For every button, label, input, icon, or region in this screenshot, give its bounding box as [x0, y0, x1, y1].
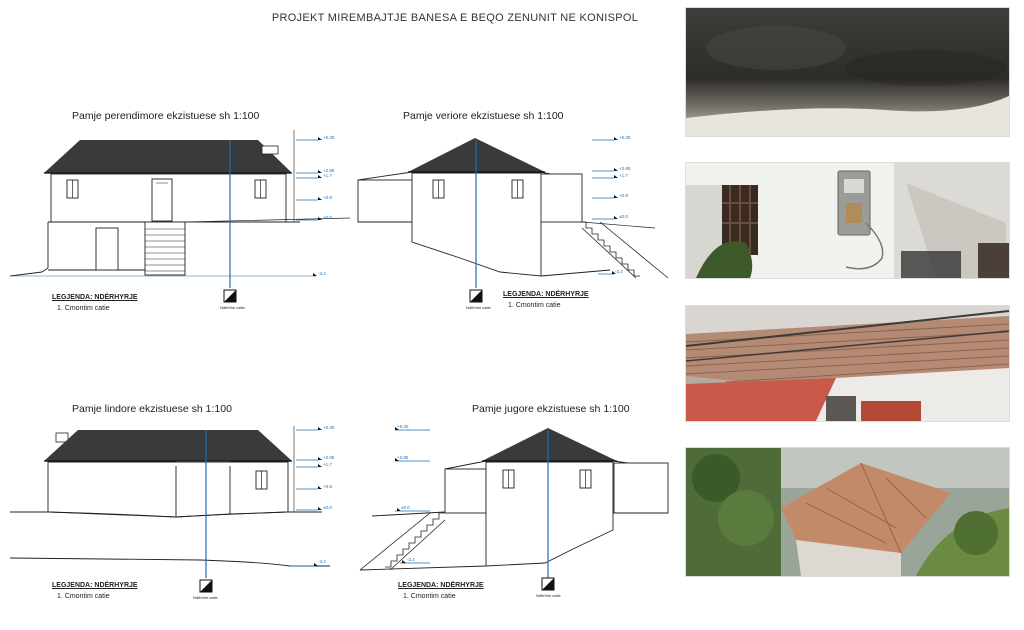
- level-label: -3.2: [615, 269, 623, 274]
- elevation-north: +5.30 +2.85 +1.7 +0.9 ±0.0 -3.2: [0, 0, 700, 320]
- level-label: ±0.0: [619, 214, 628, 219]
- photo-roof-tiles-image: [686, 306, 1009, 421]
- legend-heading: LEGJENDA: NDËRHYRJE: [52, 294, 138, 301]
- legend-item: 1. Cmontim catie: [57, 593, 110, 600]
- exterior-stairs: [580, 221, 669, 279]
- legend-heading: LEGJENDA: NDËRHYRJE: [398, 582, 484, 589]
- legend-item: 1. Cmontim catie: [508, 302, 561, 309]
- elevation-west: +5.30 +2.85 +1.7 +0.9 ±0.0 -3.2: [0, 0, 351, 320]
- photo-hip-roof-image: [686, 448, 1009, 576]
- exterior-stairs: [359, 512, 446, 571]
- level-label: ±0.0: [323, 215, 332, 220]
- photo-hip-roof: [685, 447, 1010, 577]
- side-wing: [444, 468, 487, 514]
- legend-heading: LEGJENDA: NDËRHYRJE: [503, 291, 589, 298]
- legend-east: LEGJENDA: NDËRHYRJE 1. Cmontim catie: [52, 580, 138, 602]
- symbol-caption: Ndërhim catie: [220, 305, 245, 310]
- symbol-caption: Ndërhim catie: [193, 595, 218, 600]
- level-label: +5.30: [397, 424, 409, 429]
- photo-electric-meter: [685, 162, 1010, 279]
- view-title-east: Pamje lindore ekzistuese sh 1:100: [72, 403, 232, 415]
- chimney: [55, 432, 69, 443]
- level-label: +0.9: [323, 484, 332, 489]
- legend-item: 1. Cmontim catie: [57, 305, 110, 312]
- level-label: +5.30: [619, 135, 631, 140]
- elevation-west-drawing: +5.30 +2.85 +1.7 +0.9 ±0.0 -3.2: [9, 130, 351, 303]
- level-label: +1.7: [619, 173, 628, 178]
- photo-wall-damp: [685, 7, 1010, 137]
- level-label: +0.9: [323, 195, 332, 200]
- side-wing: [613, 462, 669, 514]
- level-label: +5.30: [323, 425, 335, 430]
- photo-electric-meter-image: [686, 163, 1009, 278]
- sheet-title: PROJEKT MIREMBAJTJE BANESA E BEQO ZENUNI…: [271, 12, 639, 24]
- level-label: +5.30: [323, 135, 335, 140]
- hip-roof: [781, 463, 951, 553]
- level-label: -3.2: [318, 271, 326, 276]
- elevation-south-drawing: +5.30 +2.85 ±0.0 -3.2: [359, 424, 669, 591]
- view-title-north: Pamje veriore ekzistuese sh 1:100: [403, 110, 564, 122]
- roof: [44, 430, 292, 461]
- level-label: +2.85: [323, 455, 335, 460]
- level-label: +2.85: [323, 168, 335, 173]
- legend-west: LEGJENDA: NDËRHYRJE 1. Cmontim catie: [52, 292, 138, 314]
- symbol-caption: Ndërhim catie: [536, 593, 561, 598]
- view-title-south: Pamje jugore ekzistuese sh 1:100: [472, 403, 630, 415]
- elevation-east: +5.30 +2.85 +1.7 +0.9 ±0.0 -3.2: [0, 0, 350, 620]
- legend-north: LEGJENDA: NDËRHYRJE 1. Cmontim catie: [503, 289, 589, 311]
- level-label: -3.2: [407, 557, 415, 562]
- level-label: +1.7: [323, 462, 332, 467]
- symbol-caption: Ndërhim catie: [466, 305, 491, 310]
- stairs: [144, 221, 186, 276]
- level-label: ±0.0: [401, 505, 410, 510]
- legend-heading: LEGJENDA: NDËRHYRJE: [52, 582, 138, 589]
- lower-door: [95, 227, 119, 271]
- level-label: +0.9: [619, 193, 628, 198]
- elevation-east-drawing: +5.30 +2.85 +1.7 +0.9 ±0.0 -3.2: [9, 425, 335, 593]
- elevation-north-drawing: +5.30 +2.85 +1.7 +0.9 ±0.0 -3.2: [357, 135, 669, 303]
- elevation-south: +5.30 +2.85 ±0.0 -3.2: [359, 424, 669, 591]
- roof: [482, 428, 617, 461]
- level-label: ±0.0: [323, 505, 332, 510]
- level-label: +1.7: [323, 173, 332, 178]
- level-label: +2.85: [619, 166, 631, 171]
- level-label: -3.2: [318, 559, 326, 564]
- legend-item: 1. Cmontim catie: [403, 593, 456, 600]
- photo-roof-tiles: [685, 305, 1010, 422]
- side-wing: [357, 179, 413, 223]
- photo-wall-damp-image: [686, 8, 1009, 136]
- view-title-west: Pamje perendimore ekzistuese sh 1:100: [72, 110, 260, 122]
- level-label: +2.85: [397, 455, 409, 460]
- door: [151, 178, 173, 222]
- side-wing: [539, 173, 583, 223]
- chimney: [261, 145, 279, 155]
- legend-south: LEGJENDA: NDËRHYRJE 1. Cmontim catie: [398, 580, 484, 602]
